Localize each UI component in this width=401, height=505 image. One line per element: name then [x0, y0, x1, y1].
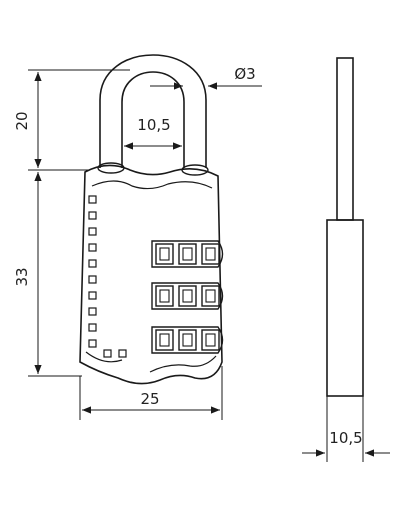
- dim-body-width: 25: [79, 366, 223, 420]
- side-shackle: [336, 57, 354, 221]
- body-marking-squares: [88, 195, 127, 358]
- shackle-height-label: 20: [13, 111, 31, 130]
- wheel-digit-window: [201, 243, 220, 265]
- wheel-digit-window: [178, 285, 197, 307]
- wheel-digit-window: [155, 329, 174, 351]
- shackle: [97, 54, 209, 176]
- side-view: [326, 57, 364, 397]
- shackle-inner-width-label: 10,5: [137, 116, 170, 134]
- lock-body: [79, 164, 223, 385]
- wheel-digit-inner: [205, 247, 216, 261]
- wheel-digit-window: [201, 285, 220, 307]
- body-height-label: 33: [13, 267, 31, 286]
- wheel-digit-inner: [159, 333, 170, 347]
- dim-body-height: 33: [13, 172, 82, 377]
- wheel-digit-inner: [182, 247, 193, 261]
- front-view: [79, 54, 224, 385]
- wheel-digit-window: [178, 329, 197, 351]
- wheel-digit-inner: [182, 289, 193, 303]
- wheel-digit-inner: [159, 247, 170, 261]
- wheel-digit-inner: [205, 289, 216, 303]
- dim-body-thickness: 10,5: [302, 396, 390, 462]
- side-body: [326, 219, 364, 397]
- combination-wheel: [151, 240, 224, 268]
- combination-wheels: [151, 240, 224, 354]
- wheel-digit-window: [201, 329, 220, 351]
- body-width-label: 25: [140, 390, 159, 408]
- shackle-diameter-label: Ø3: [234, 65, 255, 83]
- body-thickness-label: 10,5: [329, 429, 362, 447]
- dim-shackle-inner-width: 10,5: [124, 116, 182, 150]
- dim-shackle-diameter: Ø3: [150, 65, 262, 90]
- dim-shackle-height: 20: [13, 69, 130, 171]
- wheel-digit-inner: [205, 333, 216, 347]
- combination-wheel: [151, 326, 224, 354]
- wheel-digit-window: [155, 243, 174, 265]
- wheel-digit-inner: [182, 333, 193, 347]
- wheel-digit-window: [178, 243, 197, 265]
- combination-wheel: [151, 282, 224, 310]
- wheel-digit-window: [155, 285, 174, 307]
- wheel-digit-inner: [159, 289, 170, 303]
